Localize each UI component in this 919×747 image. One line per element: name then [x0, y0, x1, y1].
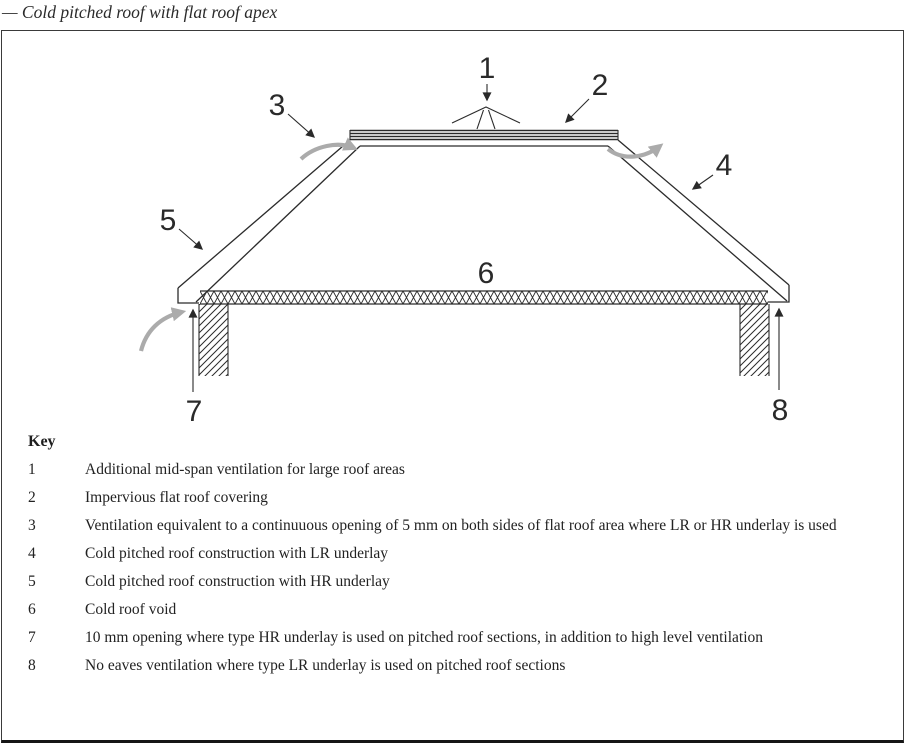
key-item-number: 6	[28, 601, 36, 618]
left-eaves	[177, 288, 199, 304]
key-item: 8 No eaves ventilation where type LR und…	[28, 652, 868, 680]
figure-frame	[1, 30, 904, 743]
flat-roof-covering	[349, 129, 619, 141]
diagram-label-3: 3	[269, 89, 286, 122]
apex-vent-icon	[451, 106, 521, 130]
diagram-label-4: 4	[716, 149, 733, 182]
key-item-text: Cold pitched roof construction with LR u…	[85, 545, 389, 562]
airflow-arrow-right-ridge	[606, 143, 664, 159]
key-item-text: Cold pitched roof construction with HR u…	[85, 573, 390, 590]
key-item-text: Impervious flat roof covering	[85, 489, 268, 506]
diagram-label-6: 6	[478, 257, 495, 290]
key-item: 6 Cold roof void	[28, 596, 868, 624]
key-item: 2 Impervious flat roof covering	[28, 484, 868, 512]
ceiling-insulation	[200, 290, 768, 305]
diagram-label-2: 2	[592, 69, 609, 102]
key-heading: Key	[28, 433, 56, 450]
right-pitched-roof	[607, 139, 790, 302]
figure-title: — Cold pitched roof with flat roof apex	[2, 2, 278, 22]
key-item-text: Additional mid-span ventilation for larg…	[85, 461, 405, 478]
right-wall	[739, 304, 770, 376]
left-wall	[198, 304, 229, 376]
leader-4	[691, 174, 714, 190]
key-item-text: 10 mm opening where type HR underlay is …	[85, 629, 763, 646]
diagram-label-7: 7	[186, 395, 203, 428]
key-item-text: No eaves ventilation where type LR under…	[85, 657, 566, 674]
key-item-number: 2	[28, 489, 36, 506]
diagram-label-1: 1	[479, 52, 496, 85]
key-item: 5 Cold pitched roof construction with HR…	[28, 568, 868, 596]
key-item-number: 1	[28, 461, 36, 478]
roof-diagram: 1 2 3 4 5 6 7 8	[138, 52, 790, 428]
airflow-arrow-left-eaves	[138, 307, 187, 352]
key-item-text: Cold roof void	[85, 601, 177, 618]
key-item: 4 Cold pitched roof construction with LR…	[28, 540, 868, 568]
key-rows: 1 Additional mid-span ventilation for la…	[28, 456, 868, 680]
diagram-label-8: 8	[772, 394, 789, 427]
airflow-arrow-left-ridge	[299, 137, 358, 161]
key-item-number: 5	[28, 573, 36, 590]
key-item-number: 8	[28, 657, 36, 674]
key-item-number: 4	[28, 545, 36, 562]
diagram-label-5: 5	[160, 204, 177, 237]
figure-key: Key 1 Additional mid-span ventilation fo…	[28, 428, 868, 680]
key-item: 7 10 mm opening where type HR underlay i…	[28, 624, 868, 652]
right-eaves	[768, 285, 790, 303]
key-item: 1 Additional mid-span ventilation for la…	[28, 456, 868, 484]
left-pitched-roof	[177, 139, 361, 303]
leader-3	[287, 113, 316, 138]
key-item-number: 7	[28, 629, 36, 646]
key-item-number: 3	[28, 517, 36, 534]
leader-2	[565, 98, 590, 123]
leader-5	[178, 228, 204, 250]
key-item-text: Ventilation equivalent to a continuuous …	[85, 517, 837, 534]
key-item: 3 Ventilation equivalent to a continuuou…	[28, 512, 868, 540]
